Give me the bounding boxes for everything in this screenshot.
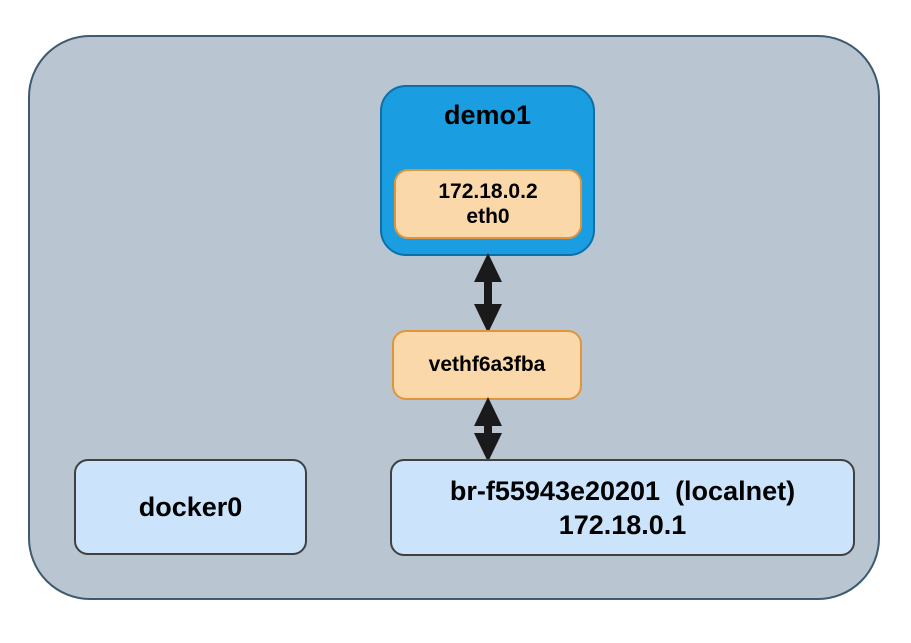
eth0-interface-node: 172.18.0.2 eth0	[394, 169, 582, 239]
veth-node: vethf6a3fba	[392, 330, 582, 400]
container-title: demo1	[443, 100, 532, 130]
bridge-name: br-f55943e20201 (localnet)	[449, 475, 796, 506]
host-boundary-box: demo1 172.18.0.2 eth0 vethf6a3fba docker…	[28, 35, 880, 600]
docker0-node: docker0	[74, 459, 307, 555]
veth-label: vethf6a3fba	[428, 353, 546, 376]
bridge-node: br-f55943e20201 (localnet) 172.18.0.1	[390, 459, 855, 556]
container-node-demo1: demo1 172.18.0.2 eth0	[380, 85, 595, 256]
interface-ip: 172.18.0.2	[438, 180, 538, 203]
vertical-double-arrow-icon	[474, 397, 502, 462]
vertical-double-arrow-icon	[474, 253, 502, 333]
docker0-label: docker0	[138, 492, 243, 522]
bridge-ip: 172.18.0.1	[558, 509, 687, 540]
interface-name: eth0	[466, 205, 510, 228]
